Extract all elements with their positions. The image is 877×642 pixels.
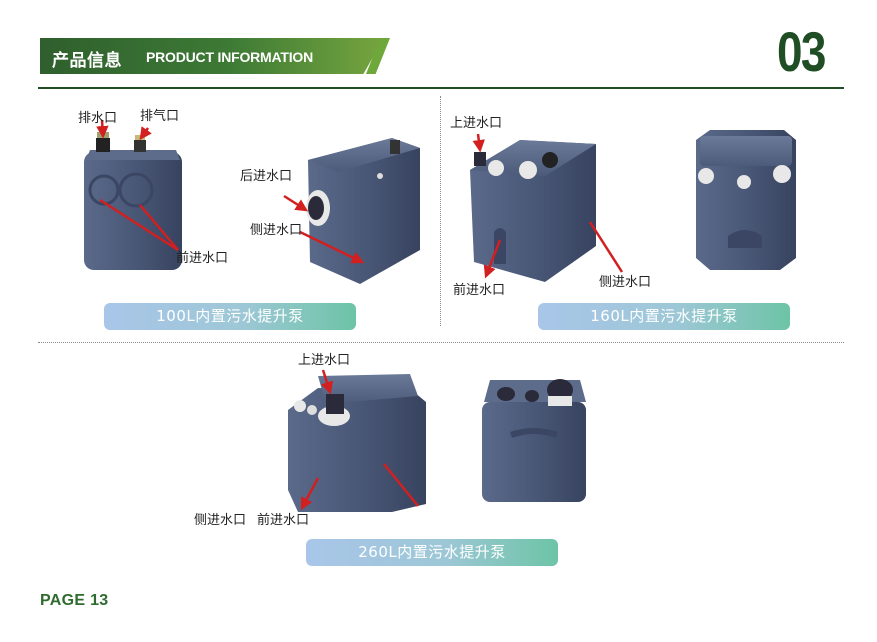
- caption-160l: 160L内置污水提升泵: [538, 303, 790, 330]
- caption-260l: 260L内置污水提升泵: [306, 539, 558, 566]
- label-drain-outlet: 排水口: [78, 111, 118, 126]
- horizontal-divider: [38, 342, 844, 343]
- label-vent-outlet: 排气口: [140, 109, 180, 124]
- label-rear-inlet: 后进水口: [240, 169, 293, 184]
- header-banner: [40, 38, 384, 74]
- pump-160l-side: [696, 130, 796, 270]
- pump-100l-front: [84, 119, 182, 270]
- page-label: PAGE 13: [40, 592, 109, 609]
- caption-100l: 100L内置污水提升泵: [104, 303, 356, 330]
- label-front-inlet-100l: 前进水口: [176, 251, 229, 266]
- section-number: 03: [777, 20, 826, 83]
- pump-260l-side: [482, 379, 586, 502]
- vertical-divider: [440, 96, 441, 326]
- pump-260l-angled: [288, 369, 426, 512]
- label-front-inlet-260l: 前进水口: [257, 513, 310, 528]
- label-side-inlet-260l: 侧进水口: [194, 513, 247, 528]
- header-title-en: PRODUCT INFORMATION: [146, 49, 314, 65]
- pump-100l-angled: [283, 138, 420, 284]
- label-top-inlet-260l: 上进水口: [298, 353, 351, 368]
- pump-160l-angled: [470, 133, 624, 282]
- label-top-inlet-160l: 上进水口: [450, 116, 503, 131]
- label-side-inlet-160l: 侧进水口: [599, 275, 652, 290]
- label-front-inlet-160l: 前进水口: [453, 283, 506, 298]
- header-title-cn: 产品信息: [52, 51, 122, 71]
- label-side-inlet-100l: 侧进水口: [250, 223, 303, 238]
- header-rule: [38, 87, 844, 89]
